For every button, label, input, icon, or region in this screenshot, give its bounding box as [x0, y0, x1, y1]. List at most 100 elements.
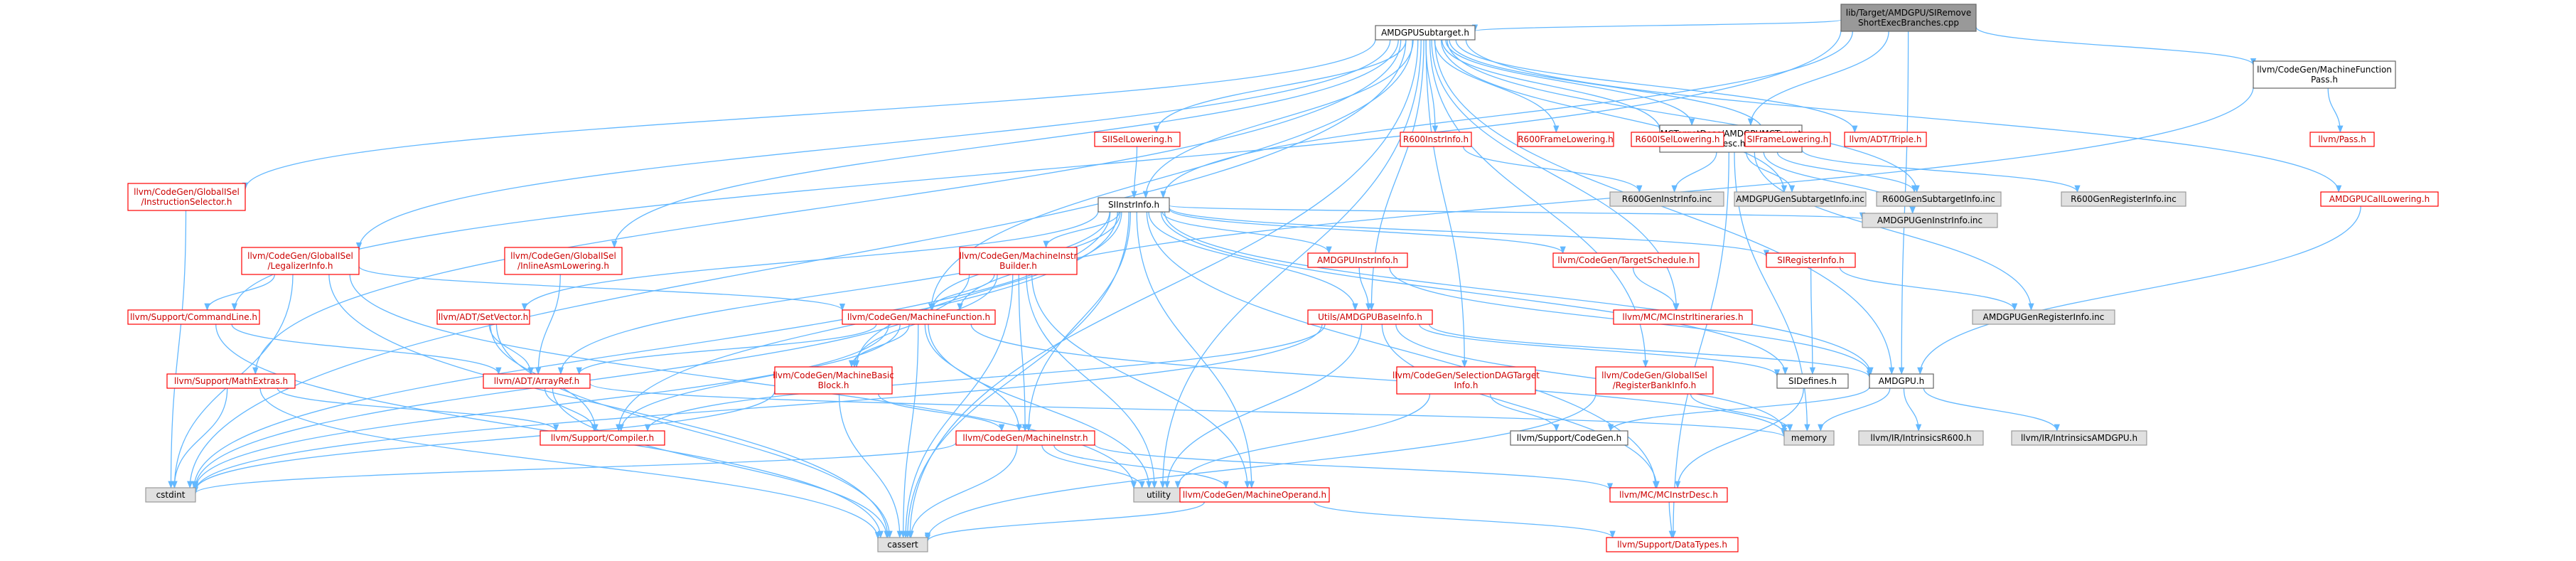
edge-amdgpu_subtarget-to-r600isellowering	[1442, 39, 1664, 134]
node-label: R600GenSubtargetInfo.inc	[1882, 194, 1995, 204]
node-amdgpu-subtarget[interactable]: AMDGPUSubtarget.h	[1375, 25, 1476, 41]
node-label: AMDGPUInstrInfo.h	[1317, 255, 1398, 265]
node-box	[1766, 252, 1856, 268]
node-gisel-legalizer[interactable]: llvm/CodeGen/GlobalISel/LegalizerInfo.h	[241, 247, 360, 275]
dependency-edges	[168, 19, 2361, 543]
node-amdgpuinstrinfo[interactable]: AMDGPUInstrInfo.h	[1307, 252, 1408, 268]
node-gisel-regbank[interactable]: llvm/CodeGen/GlobalISel/RegisterBankInfo…	[1595, 366, 1714, 395]
edge-amdgpu_subtarget-to-seldagtarget	[1425, 39, 1468, 368]
node-box	[483, 373, 591, 389]
node-amdgpubaseinfo[interactable]: Utils/AMDGPUBaseInfo.h	[1307, 309, 1433, 325]
node-box	[1609, 191, 1724, 207]
node-machineinstr[interactable]: llvm/CodeGen/MachineInstr.h	[955, 430, 1095, 446]
node-r600isellowering[interactable]: R600ISelLowering.h	[1631, 132, 1724, 147]
node-arrayref[interactable]: llvm/ADT/ArrayRef.h	[483, 373, 591, 389]
edge-mctarget-to-datatypes	[1670, 151, 1729, 539]
node-box	[2253, 60, 2396, 89]
edge-root-to-mctarget	[1747, 31, 1889, 127]
node-r600gensubtarget: R600GenSubtargetInfo.inc	[1876, 191, 2002, 207]
edge-amdgpu_subtarget-to-mctarget	[1445, 39, 1695, 127]
node-label: AMDGPU.h	[1879, 376, 1925, 386]
edge-gisel_instsel-to-cstdint	[168, 210, 187, 489]
node-gisel-inlineasm[interactable]: llvm/CodeGen/GlobalISel/InlineAsmLowerin…	[504, 247, 623, 275]
node-gisel-instsel[interactable]: llvm/CodeGen/GlobalISel/InstructionSelec…	[127, 183, 246, 211]
node-mcinstrdesc[interactable]: llvm/MC/MCInstrDesc.h	[1609, 487, 1728, 503]
node-targetschedule[interactable]: llvm/CodeGen/TargetSchedule.h	[1552, 252, 1700, 268]
edge-gisel_legalizer-to-cassert	[328, 274, 891, 539]
node-label: SIDefines.h	[1788, 376, 1837, 386]
node-label: llvm/CodeGen/MachineInstr	[960, 251, 1078, 261]
node-box	[1734, 191, 1867, 207]
node-codegen-h[interactable]: llvm/Support/CodeGen.h	[1510, 430, 1628, 446]
node-datatypes[interactable]: llvm/Support/DataTypes.h	[1606, 537, 1739, 552]
node-label: /InstructionSelector.h	[141, 197, 232, 207]
node-siisellowering[interactable]: SIISelLowering.h	[1094, 132, 1181, 147]
edge-mf_pass-to-pass_h	[2327, 87, 2344, 134]
node-label: lib/Target/AMDGPU/SIRemove	[1846, 8, 1972, 18]
node-siframelowering[interactable]: SIFrameLowering.h	[1744, 132, 1831, 147]
node-label: R600GenInstrInfo.inc	[1622, 194, 1712, 204]
node-compiler[interactable]: llvm/Support/Compiler.h	[540, 430, 665, 446]
node-machineoperand[interactable]: llvm/CodeGen/MachineOperand.h	[1179, 487, 1330, 503]
node-label: R600InstrInfo.h	[1403, 134, 1469, 144]
edge-amdgpu_h-to-intr_r600	[1903, 388, 1922, 432]
edge-gisel_regbank-to-cassert	[924, 392, 1596, 540]
node-cstdint: cstdint	[145, 487, 196, 503]
node-intr-r600: llvm/IR/IntrinsicsR600.h	[1858, 430, 1984, 446]
node-box	[774, 366, 893, 395]
node-label: llvm/CodeGen/GlobalISel	[1601, 370, 1707, 380]
edge-amdgpu_subtarget-to-siinstrinfo	[1142, 39, 1414, 199]
node-commandline[interactable]: llvm/Support/CommandLine.h	[127, 309, 260, 325]
edge-machineinstr-to-utility	[1041, 444, 1145, 489]
edge-machineinstr-to-mcinstrdesc	[1094, 444, 1613, 491]
node-box	[1776, 373, 1849, 389]
node-mcinstritins[interactable]: llvm/MC/MCInstrItineraries.h	[1613, 309, 1753, 325]
edge-amdgpubaseinfo-to-amdgpu_h	[1428, 324, 1873, 378]
node-sidefines[interactable]: SIDefines.h	[1776, 373, 1849, 389]
edge-gisel_legalizer-to-commandline	[204, 274, 276, 311]
node-box	[877, 537, 928, 552]
node-label: llvm/CodeGen/GlobalISel	[134, 187, 240, 197]
node-label: AMDGPUGenInstrInfo.inc	[1877, 215, 1982, 225]
node-amdgpucalllowering[interactable]: AMDGPUCallLowering.h	[2320, 191, 2439, 207]
node-box	[2320, 191, 2439, 207]
node-box	[127, 309, 260, 325]
node-machinefunction[interactable]: llvm/CodeGen/MachineFunction.h	[842, 309, 996, 325]
edge-mbb-to-machineinstr	[878, 393, 1005, 432]
node-box	[2061, 191, 2186, 207]
node-r600instrinfo[interactable]: R600InstrInfo.h	[1400, 132, 1472, 147]
node-mathextras[interactable]: llvm/Support/MathExtras.h	[166, 373, 296, 389]
node-amdgpu-h[interactable]: AMDGPU.h	[1869, 373, 1934, 389]
edge-amdgpu_subtarget-to-triple	[1455, 39, 1858, 134]
node-pass-h[interactable]: llvm/Pass.h	[2309, 132, 2375, 147]
node-label: Builder.h	[999, 261, 1037, 271]
node-triple[interactable]: llvm/ADT/Triple.h	[1844, 132, 1927, 147]
node-label: /LegalizerInfo.h	[267, 261, 333, 271]
node-setvector[interactable]: llvm/ADT/SetVector.h	[436, 309, 530, 325]
node-label: llvm/MC/MCInstrItineraries.h	[1622, 312, 1743, 322]
edge-root-to-mf_pass	[1975, 26, 2257, 66]
edge-mi_builder-to-utility	[1026, 274, 1158, 489]
node-label: llvm/Support/CommandLine.h	[130, 312, 257, 322]
node-siinstrinfo[interactable]: SIInstrInfo.h	[1098, 197, 1170, 213]
node-r600framelowering[interactable]: R600FrameLowering.h	[1517, 132, 1614, 147]
node-label: llvm/ADT/SetVector.h	[439, 312, 529, 322]
edge-amdgpu_subtarget-to-cstdint	[187, 39, 1407, 489]
node-label: llvm/CodeGen/SelectionDAGTarget	[1392, 370, 1540, 380]
node-siregisterinfo[interactable]: SIRegisterInfo.h	[1766, 252, 1856, 268]
edge-amdgpu_subtarget-to-amdgpugensubtarget	[1440, 39, 1788, 193]
edge-amdgpu_subtarget-to-utility	[1159, 39, 1422, 489]
node-label: cstdint	[156, 490, 186, 500]
node-box	[1400, 132, 1472, 147]
node-label: utility	[1147, 490, 1171, 500]
edge-amdgpubaseinfo-to-mcinstrdesc	[1381, 324, 1660, 489]
edge-siinstrinfo-to-machineoperand	[1136, 211, 1255, 489]
edge-machineinstr-to-machineoperand	[1053, 444, 1229, 489]
node-box	[959, 247, 1078, 275]
edge-mctarget-to-amdgpugenregister	[1754, 151, 2034, 311]
edge-mi_builder-to-machinefunction	[928, 274, 995, 311]
